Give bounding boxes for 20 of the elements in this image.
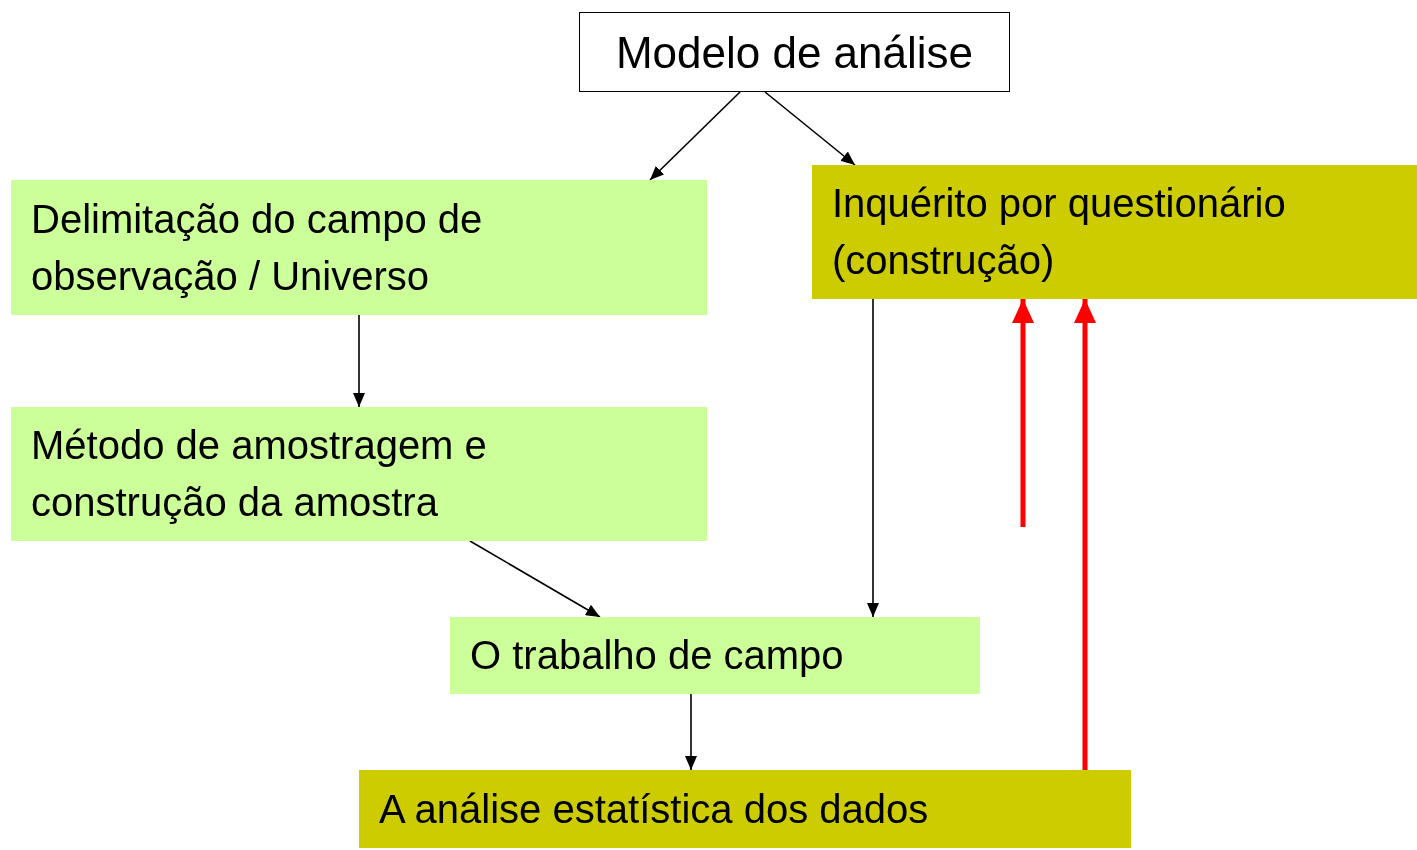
node-text: Método de amostragem e construção da amostra	[31, 422, 488, 526]
node-text: Inquérito por questionário (construção)	[832, 180, 1287, 284]
process-box	[11, 407, 707, 541]
arrow	[764, 91, 856, 166]
node-text: O trabalho de campo	[470, 632, 845, 679]
arrow	[649, 91, 741, 181]
arrow	[867, 298, 879, 618]
arrow	[1012, 299, 1034, 527]
process-box	[359, 770, 1131, 848]
node-text: Modelo de análise	[615, 26, 974, 79]
arrow	[353, 314, 365, 408]
process-box	[450, 617, 980, 694]
arrow	[469, 540, 601, 618]
arrow	[1074, 299, 1096, 770]
title-box	[579, 12, 1010, 92]
process-box	[812, 165, 1417, 299]
arrow	[685, 693, 697, 771]
process-box	[11, 180, 707, 315]
node-text: Delimitação do campo de observação / Universo	[31, 195, 484, 300]
node-text: A análise estatística dos dados	[379, 785, 930, 833]
